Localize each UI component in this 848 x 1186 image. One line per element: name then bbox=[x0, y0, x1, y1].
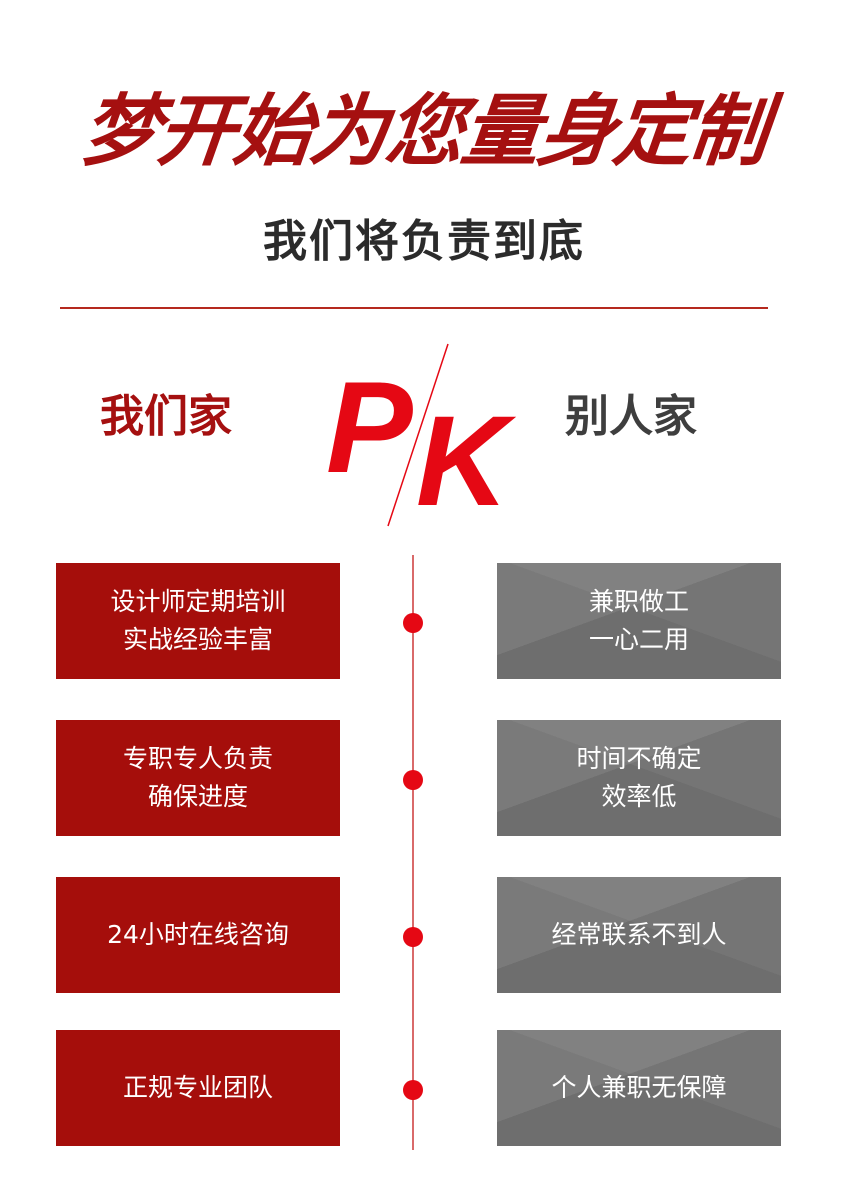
pk-logo: P K bbox=[318, 340, 538, 530]
ours-label: 我们家 bbox=[100, 391, 232, 442]
ours-card-line: 正规专业团队 bbox=[122, 1073, 273, 1102]
theirs-card: 兼职做工 一心二用 bbox=[497, 563, 781, 679]
theirs-card-line: 个人兼职无保障 bbox=[551, 1073, 727, 1102]
ours-card-line: 实战经验丰富 bbox=[122, 625, 273, 654]
theirs-label: 别人家 bbox=[565, 391, 697, 442]
page-subtitle: 我们将负责到底 bbox=[263, 216, 585, 267]
divider bbox=[60, 307, 768, 309]
ours-card-line: 设计师定期培训 bbox=[110, 587, 286, 616]
timeline-dot bbox=[403, 770, 423, 790]
pk-letter-k: K bbox=[416, 390, 509, 533]
theirs-card-line: 一心二用 bbox=[588, 625, 689, 654]
pk-letter-p: P bbox=[326, 354, 413, 500]
theirs-card-line: 兼职做工 bbox=[588, 587, 689, 616]
timeline-dot bbox=[403, 613, 423, 633]
theirs-card: 经常联系不到人 bbox=[497, 877, 781, 993]
timeline-dot bbox=[403, 927, 423, 947]
theirs-card-line: 时间不确定 bbox=[576, 744, 702, 773]
ours-card: 专职专人负责 确保进度 bbox=[56, 720, 340, 836]
timeline-dot bbox=[403, 1080, 423, 1100]
page-title: 梦开始为您量身定制 bbox=[77, 87, 771, 177]
timeline-line bbox=[412, 555, 414, 1150]
ours-card: 设计师定期培训 实战经验丰富 bbox=[56, 563, 340, 679]
theirs-card-line: 经常联系不到人 bbox=[551, 920, 727, 949]
ours-card-line: 专职专人负责 bbox=[122, 744, 273, 773]
pk-slash-icon bbox=[387, 343, 449, 527]
ours-card: 24小时在线咨询 bbox=[56, 877, 340, 993]
theirs-card: 时间不确定 效率低 bbox=[497, 720, 781, 836]
theirs-card-line: 效率低 bbox=[601, 782, 677, 811]
ours-card: 正规专业团队 bbox=[56, 1030, 340, 1146]
ours-card-line: 确保进度 bbox=[147, 782, 248, 811]
theirs-card: 个人兼职无保障 bbox=[497, 1030, 781, 1146]
ours-card-line: 24小时在线咨询 bbox=[107, 920, 289, 949]
